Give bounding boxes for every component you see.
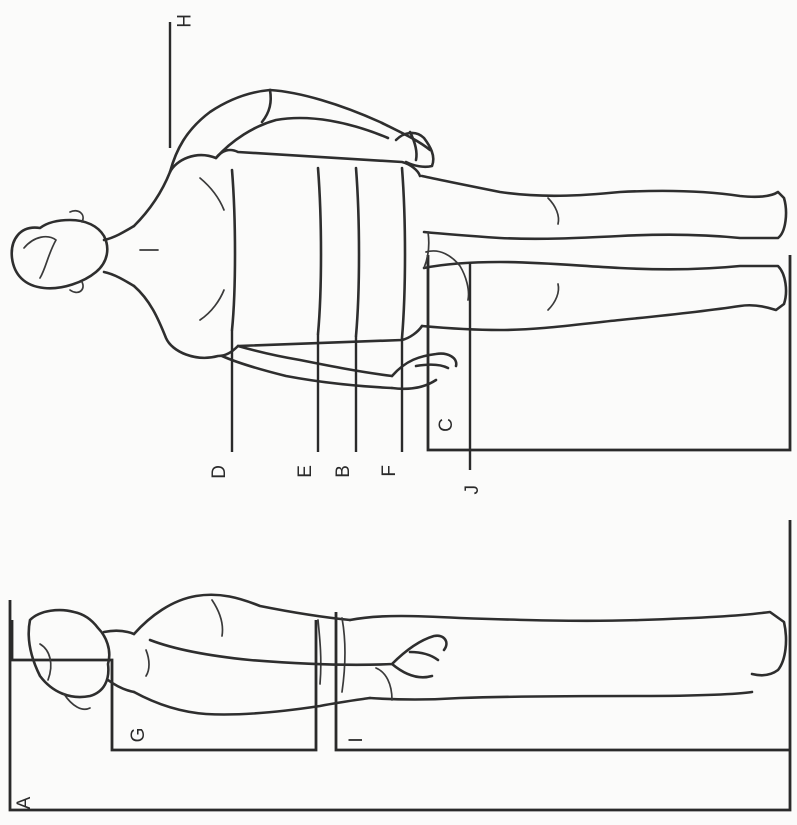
headrest-box [12, 620, 316, 750]
callout-a: A [14, 796, 35, 809]
callout-j: J [462, 485, 483, 495]
reclined-figure-leg [350, 612, 786, 700]
standing-figure-leg-1 [422, 176, 786, 239]
band-d [232, 170, 235, 330]
callout-h: H [172, 14, 193, 28]
standing-figure-arm-lower [222, 346, 392, 388]
reclined-figure-head [29, 610, 110, 697]
callout-d: D [209, 465, 230, 479]
standing-figure-arm-upper [170, 90, 430, 172]
band-e [318, 168, 321, 334]
callout-i: I [346, 737, 367, 742]
standing-figure-torso [134, 150, 422, 358]
band-f [402, 168, 405, 338]
reclined-figure-arm [150, 636, 446, 678]
platform-box [428, 255, 790, 450]
band-b [356, 168, 359, 336]
callout-g: G [128, 728, 149, 743]
callout-e: E [295, 465, 316, 478]
outer-box [10, 520, 790, 810]
standing-figure-leg-2 [422, 262, 786, 330]
reclined-figure [10, 520, 790, 810]
callout-c: C [436, 418, 457, 432]
callout-f: F [379, 465, 400, 477]
seat-box [336, 612, 790, 750]
callout-b: B [333, 465, 354, 478]
standing-figure-head [12, 220, 108, 288]
